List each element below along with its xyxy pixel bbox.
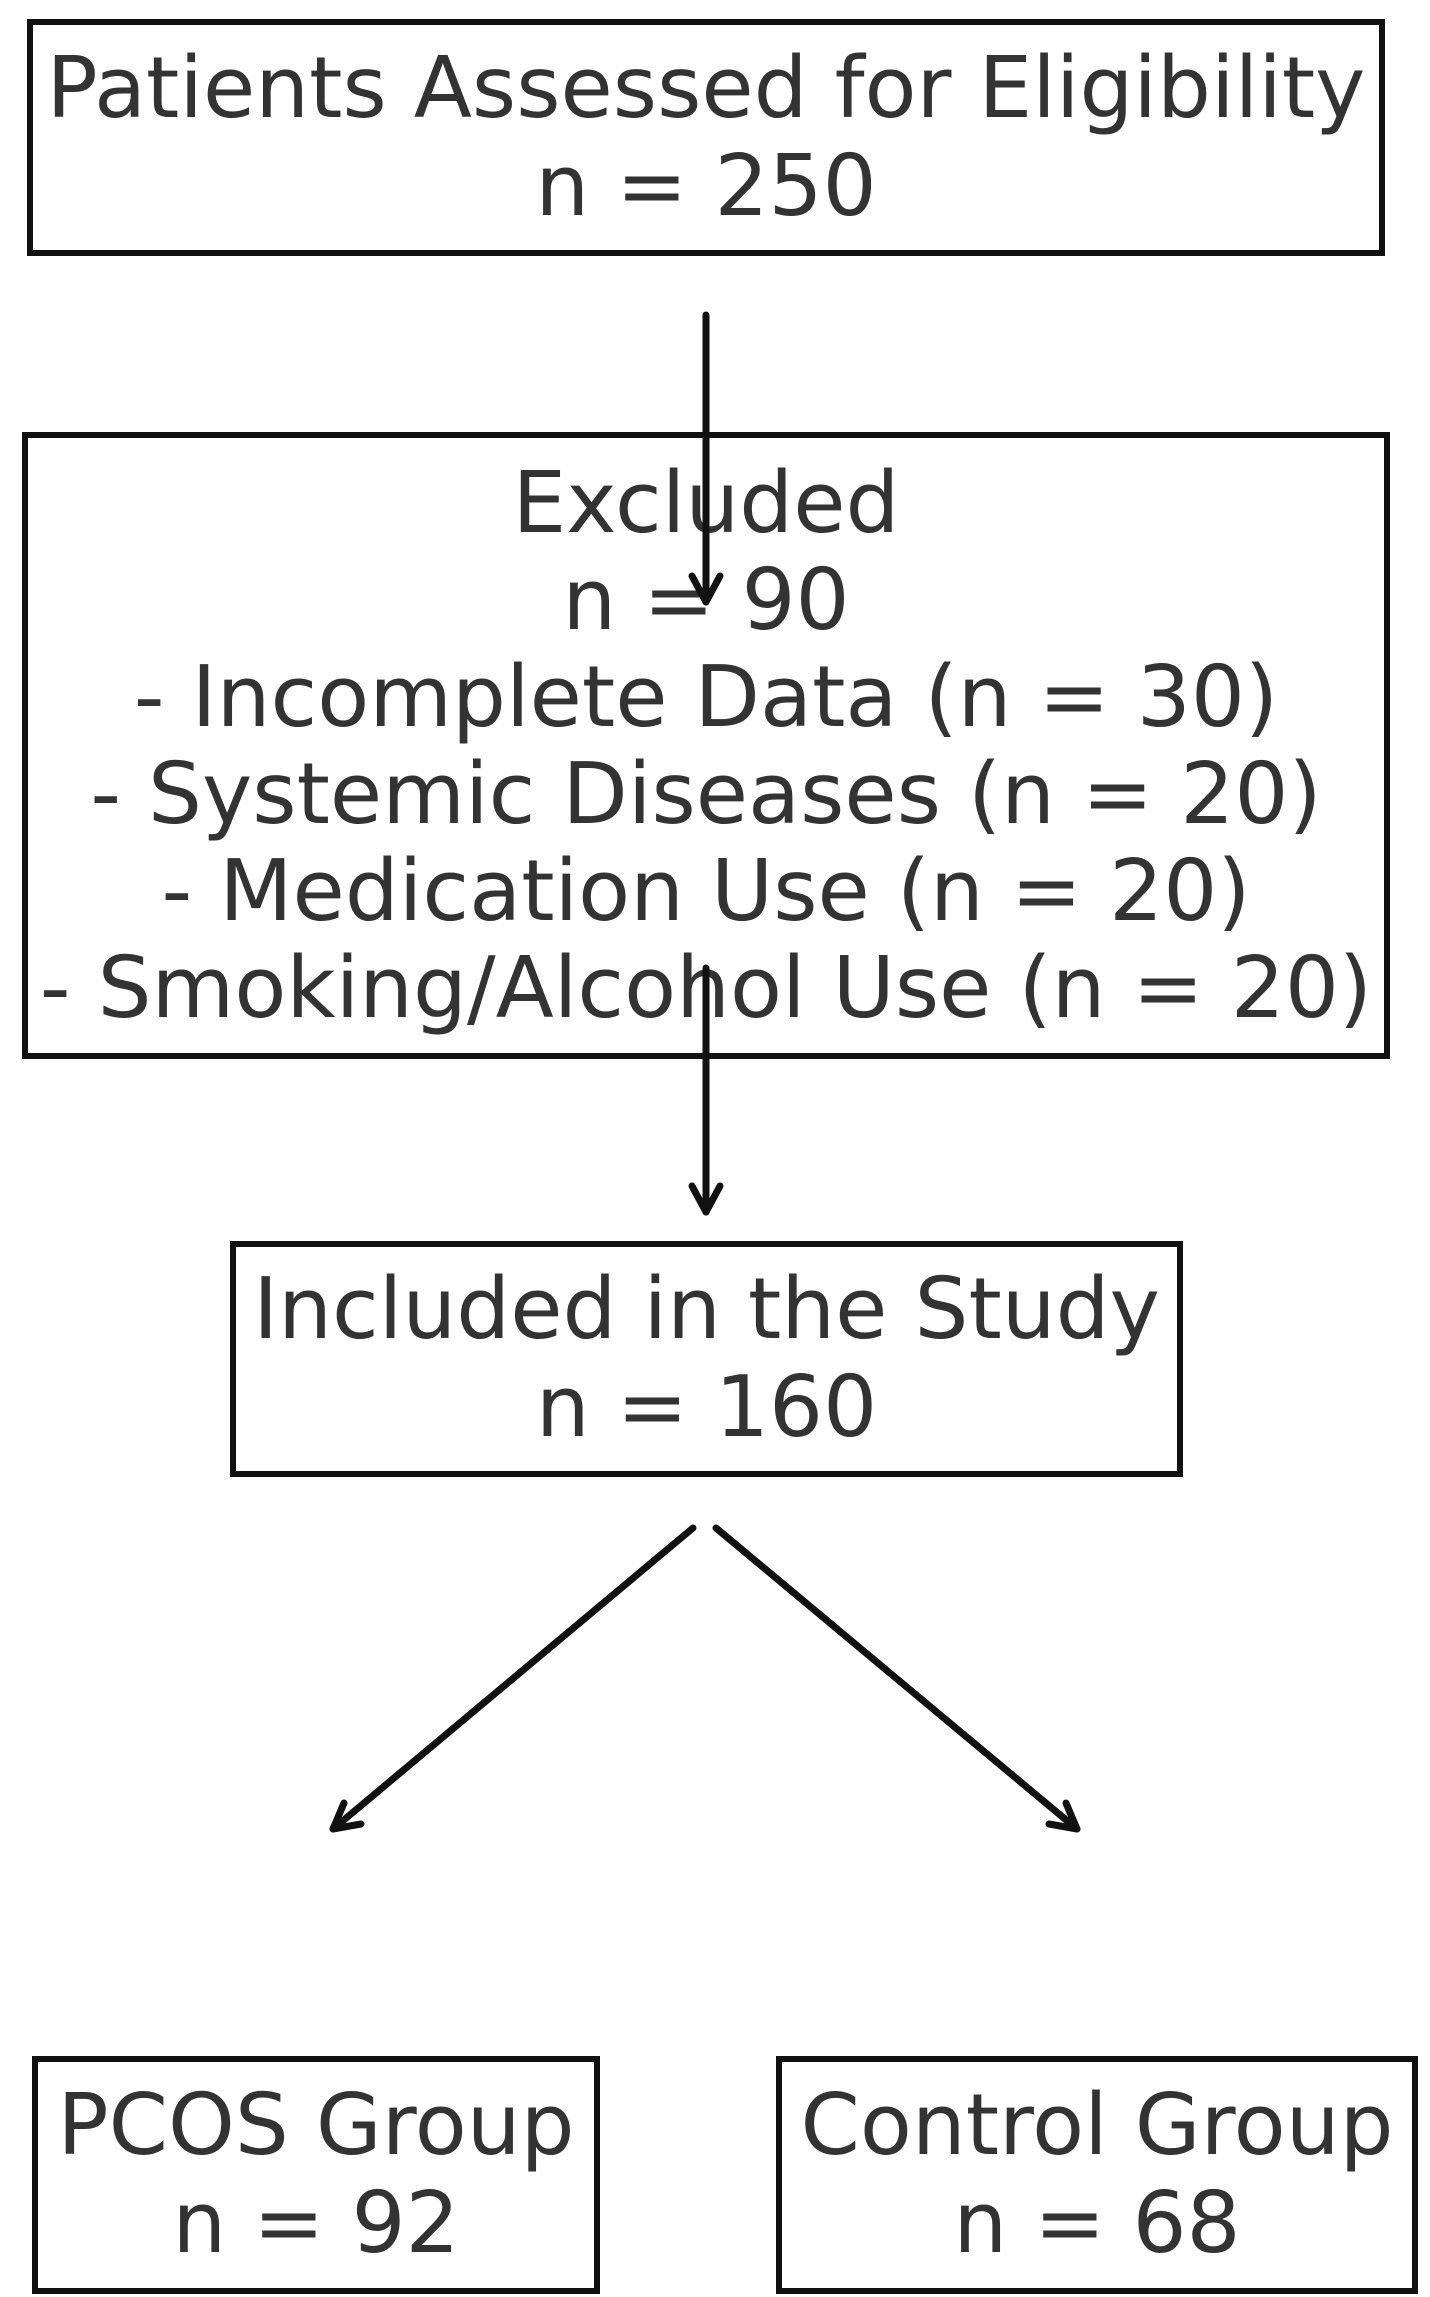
pcos-group-title: PCOS Group	[57, 2076, 575, 2175]
assessed-count: n = 250	[535, 136, 877, 236]
arrow-included-to-pcos	[329, 1524, 697, 1833]
assessed-title: Patients Assessed for Eligibility	[46, 38, 1366, 138]
excluded-box: Excluded n = 90 - Incomplete Data (n = 3…	[22, 432, 1390, 1059]
pcos-group-box: PCOS Group n = 92	[32, 2056, 600, 2294]
excluded-title: Excluded	[512, 453, 900, 553]
control-group-count: n = 68	[953, 2174, 1241, 2273]
control-group-box: Control Group n = 68	[776, 2056, 1418, 2294]
arrow-included-to-control	[712, 1524, 1081, 1833]
included-count: n = 160	[535, 1358, 878, 1457]
control-group-title: Control Group	[800, 2076, 1394, 2175]
excluded-reason-systemic-diseases: - Systemic Diseases (n = 20)	[90, 744, 1322, 844]
assessed-box: Patients Assessed for Eligibility n = 25…	[27, 19, 1385, 256]
excluded-reason-smoking-alcohol: - Smoking/Alcohol Use (n = 20)	[39, 938, 1373, 1038]
excluded-count: n = 90	[562, 550, 850, 650]
included-box: Included in the Study n = 160	[230, 1241, 1183, 1477]
included-title: Included in the Study	[253, 1260, 1160, 1359]
excluded-reason-medication-use: - Medication Use (n = 20)	[161, 841, 1251, 941]
excluded-reason-incomplete-data: - Incomplete Data (n = 30)	[133, 647, 1279, 747]
pcos-group-count: n = 92	[172, 2174, 460, 2273]
